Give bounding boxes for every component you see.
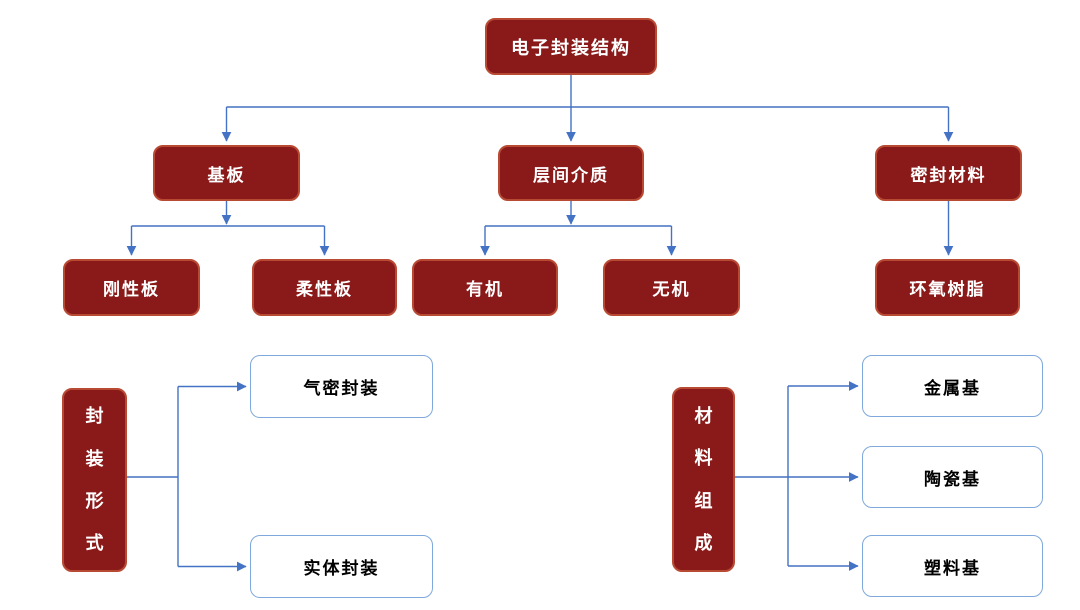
node-substrate: 基板: [153, 145, 300, 201]
node-inorganic: 无机: [603, 259, 740, 316]
node-metal-based: 金属基: [862, 355, 1043, 417]
node-material-composition-label: 材料组成: [694, 405, 713, 553]
node-epoxy-resin: 环氧树脂: [875, 259, 1020, 316]
node-flexible-board: 柔性板: [252, 259, 397, 316]
node-material-composition: 材料组成: [672, 387, 735, 572]
node-hermetic-packaging: 气密封装: [250, 355, 433, 418]
node-sealing-material: 密封材料: [875, 145, 1022, 201]
node-interlayer-dielectric: 层间介质: [498, 145, 644, 201]
node-packaging-form: 封装形式: [62, 388, 127, 572]
node-solid-packaging: 实体封装: [250, 535, 433, 598]
node-electronic-packaging-structure: 电子封装结构: [485, 18, 657, 75]
node-organic: 有机: [412, 259, 558, 316]
node-plastic-based: 塑料基: [862, 535, 1043, 597]
node-rigid-board: 刚性板: [63, 259, 200, 316]
node-ceramic-based: 陶瓷基: [862, 446, 1043, 508]
node-packaging-form-label: 封装形式: [85, 406, 104, 554]
